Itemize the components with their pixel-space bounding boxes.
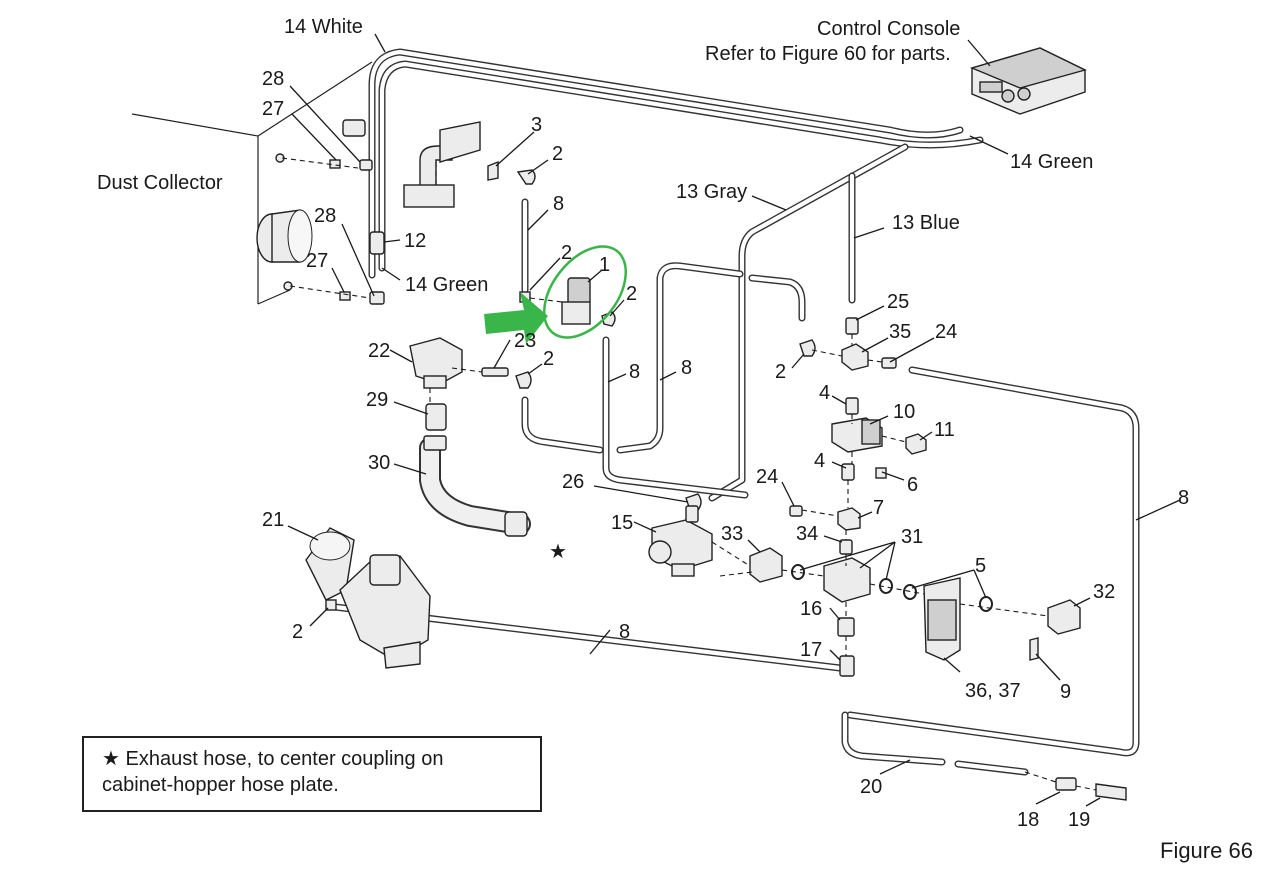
tubing-13-gray [708,143,909,502]
label-5: 5 [975,555,986,577]
label-8-right: 8 [1178,487,1189,509]
label-dust-collector: Dust Collector [97,172,223,194]
label-2-reg: 2 [626,283,637,305]
hose-8-runs [331,198,1140,776]
control-console [969,47,1087,115]
label-19: 19 [1068,809,1090,831]
label-4-bottom: 4 [814,450,825,472]
label-17: 17 [800,639,822,661]
label-24-mid: 24 [756,466,778,488]
label-8-mid-b: 8 [681,357,692,379]
label-2-separator: 2 [292,621,303,643]
label-34: 34 [796,523,818,545]
label-27-bottom: 27 [306,250,328,272]
label-21: 21 [262,509,284,531]
dust-collector-cabinet [131,61,373,305]
label-32: 32 [1093,581,1115,603]
label-1: 1 [599,254,610,276]
label-27-top: 27 [262,98,284,120]
figure-caption: Figure 66 [1160,838,1253,863]
exhaust-hose-note: ★ Exhaust hose, to center coupling on ca… [82,736,542,812]
label-2-right: 2 [775,361,786,383]
label-14-green-left: 14 Green [405,274,488,296]
part-labels: 14 White Control Console Refer to Figure… [97,16,1189,831]
green-arrow-icon [484,292,548,344]
label-20: 20 [860,776,882,798]
highlight-circle [542,245,628,339]
label-29: 29 [366,389,388,411]
label-12: 12 [404,230,426,252]
label-26: 26 [562,471,584,493]
label-16: 16 [800,598,822,620]
label-8-top: 8 [553,193,564,215]
label-control-console: Control Console [817,18,960,40]
label-33: 33 [721,523,743,545]
label-28-top: 28 [262,68,284,90]
label-2-top: 2 [552,143,563,165]
label-8-bottom: 8 [619,621,630,643]
label-11: 11 [934,419,955,441]
label-18: 18 [1017,809,1039,831]
label-15: 15 [611,512,633,534]
label-36-37: 36, 37 [965,680,1021,702]
label-28-bottom: 28 [314,205,336,227]
leader-lines [287,33,1181,807]
label-25: 25 [887,291,909,313]
label-8-mid-a: 8 [629,361,640,383]
label-7: 7 [873,497,884,519]
label-13-blue: 13 Blue [892,212,960,234]
highlight-callout [484,245,628,344]
label-35: 35 [889,321,911,343]
exhaust-hose-30 [419,437,531,537]
label-14-white: 14 White [284,16,363,38]
label-9: 9 [1060,681,1071,703]
label-3: 3 [531,114,542,136]
star-marker-icon: ★ [549,541,567,563]
note-line-1: ★ Exhaust hose, to center coupling on [102,748,444,770]
note-line-2: cabinet-hopper hose plate. [102,774,339,796]
label-24-top: 24 [935,321,957,343]
label-31: 31 [901,526,923,548]
tubing-14-white [368,48,984,279]
label-22: 22 [368,340,390,362]
label-13-gray: 13 Gray [676,181,747,203]
label-14-green-top: 14 Green [1010,151,1093,173]
label-2-mid: 2 [561,242,572,264]
label-6: 6 [907,474,918,496]
label-console-ref: Refer to Figure 60 for parts. [705,43,951,65]
label-4-top: 4 [819,382,830,404]
label-10: 10 [893,401,915,423]
label-23: 23 [514,330,536,352]
label-30: 30 [368,452,390,474]
label-2-valve: 2 [543,348,554,370]
